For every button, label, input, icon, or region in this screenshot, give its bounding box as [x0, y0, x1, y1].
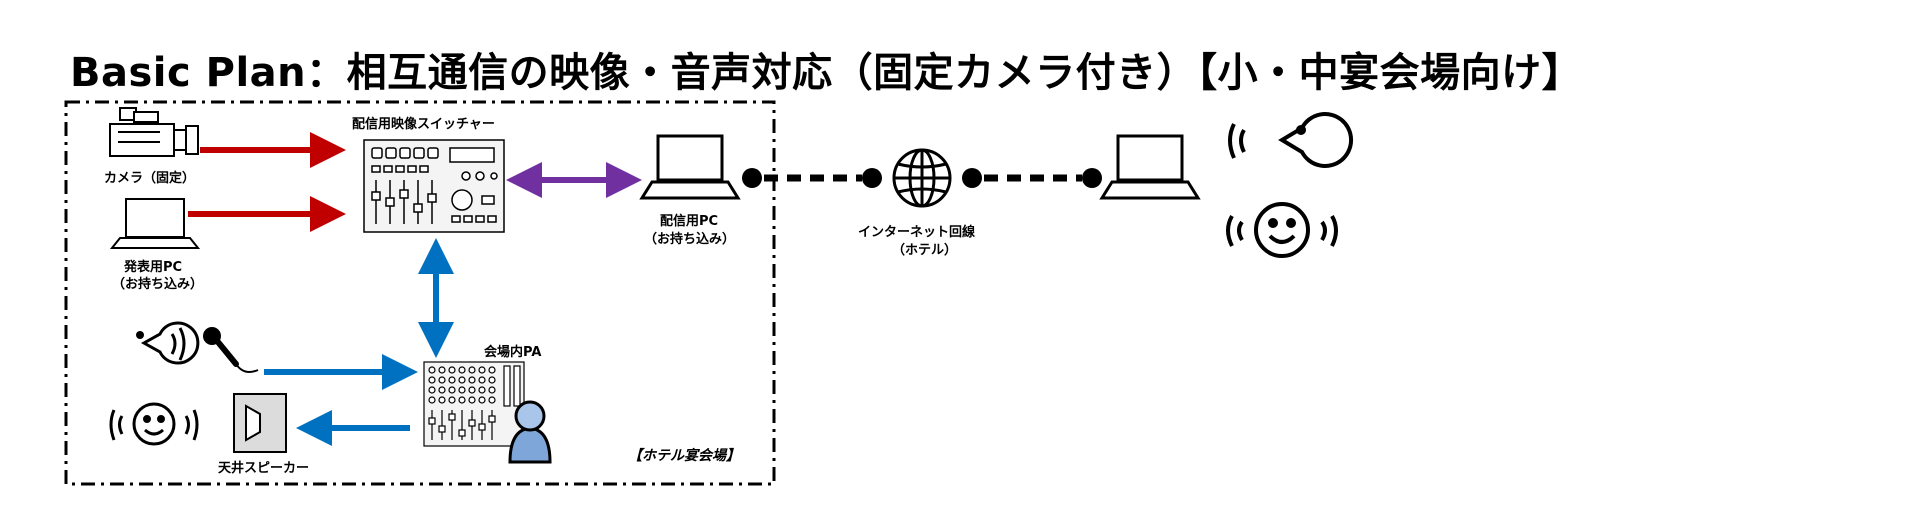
internet-link — [742, 168, 1102, 188]
stream-pc-label: 配信用PC — [660, 213, 718, 229]
speaker-icon — [233, 393, 287, 453]
operator-person-icon — [508, 400, 552, 464]
internet-sublabel: （ホテル） — [892, 242, 957, 258]
microphone-icon — [203, 327, 259, 373]
speaker-label: 天井スピーカー — [218, 460, 309, 476]
listening-person-icon — [1226, 202, 1338, 258]
venue-label: 【ホテル宴会場】 — [628, 447, 740, 464]
venue-pa-label: 会場内PA — [484, 344, 541, 360]
speaking-person-icon — [136, 321, 200, 365]
globe-icon — [892, 148, 952, 208]
video-camera-icon — [109, 107, 199, 157]
page-title: Basic Plan：相互通信の映像・音声対応（固定カメラ付き）【小・中宴会場向… — [70, 50, 1583, 96]
switcher-label: 配信用映像スイッチャー — [352, 116, 495, 132]
audio-mixer-icon — [423, 361, 525, 447]
camera-label: カメラ（固定） — [104, 170, 195, 186]
stream-pc-sublabel: （お持ち込み） — [644, 231, 735, 247]
venue-boundary — [64, 100, 776, 486]
laptop-icon — [639, 134, 741, 200]
speaking-person-icon — [1228, 112, 1353, 168]
presenter-pc-label: 発表用PC — [123, 259, 182, 275]
presenter-pc-sublabel: （お持ち込み） — [112, 276, 203, 292]
laptop-icon — [1099, 134, 1201, 200]
laptop-icon — [109, 198, 201, 249]
video-switcher-icon — [363, 139, 505, 233]
internet-label: インターネット回線 — [858, 224, 976, 240]
listening-person-icon — [109, 402, 199, 446]
